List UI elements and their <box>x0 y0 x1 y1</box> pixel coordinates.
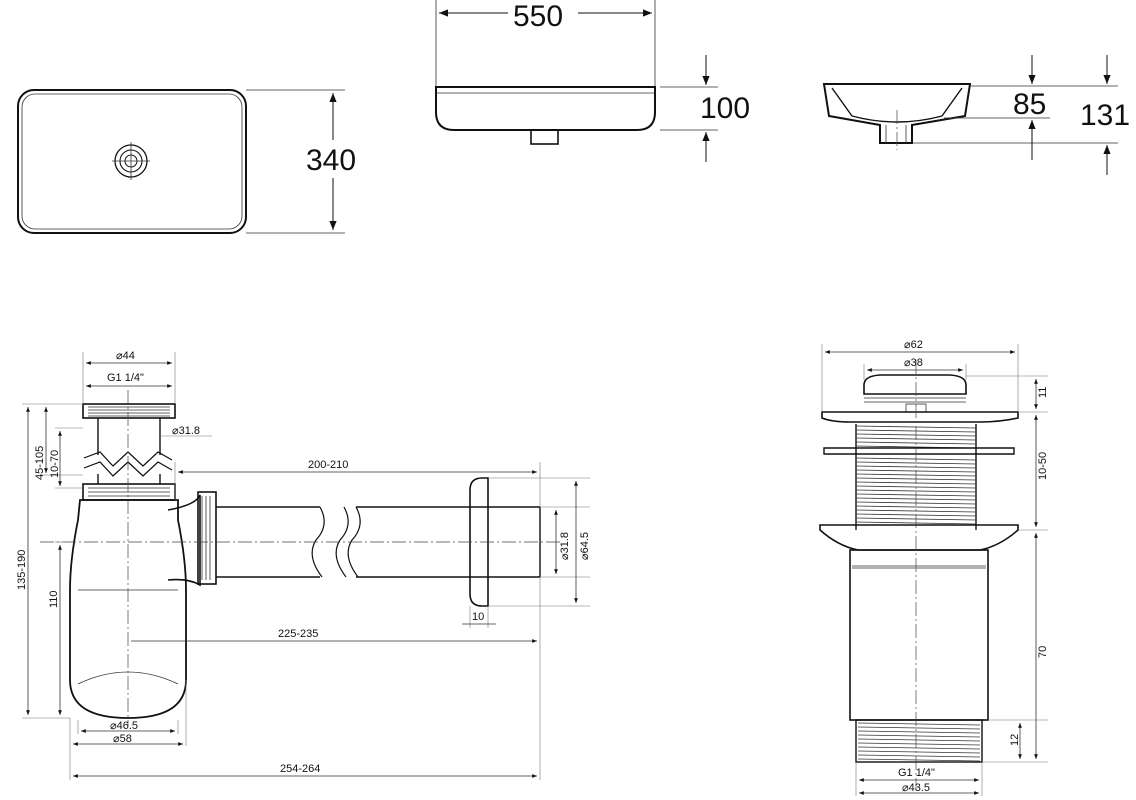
drain-flange <box>821 411 1019 423</box>
siphon-center-distance: 225-235 <box>278 628 318 640</box>
drain-lower-flange <box>819 524 1019 551</box>
basin-height-label: 100 <box>700 92 750 125</box>
basin-total-height-label: 131 <box>1080 99 1130 132</box>
basin-width-label: 550 <box>513 0 563 33</box>
siphon-top-thread: G1 1/4" <box>107 372 144 384</box>
drain-cap <box>863 374 967 395</box>
drain-body-tube <box>849 549 989 721</box>
siphon-cup-inner-diameter: ⌀46.5 <box>110 720 138 732</box>
siphon-side-nut <box>197 491 217 585</box>
basin-section-view: 85 131 <box>822 55 1130 175</box>
basin-front-outline <box>435 86 656 131</box>
siphon-bottle-body <box>69 499 187 719</box>
basin-top-view: 340 <box>17 89 366 234</box>
siphon-small-adjust: 10-70 <box>49 450 61 478</box>
drain-valve-drawing: ⌀62 ⌀38 11 10-50 70 12 G1 1/4" ⌀43.5 <box>819 339 1049 796</box>
drain-bottom-thread <box>855 719 983 763</box>
basin-bowl-outline <box>21 93 243 230</box>
siphon-total-adjust: 135-190 <box>16 550 28 590</box>
siphon-tube-diameter: ⌀31.8 <box>172 425 200 437</box>
basin-front-view: 550 100 <box>435 0 750 162</box>
drain-flange-diameter: ⌀62 <box>904 339 923 351</box>
drain-cap-diameter: ⌀38 <box>904 357 923 369</box>
drain-thread-adjust: 10-50 <box>1037 452 1049 480</box>
siphon-cup-height: 110 <box>48 590 60 608</box>
siphon-top-nut <box>82 403 176 419</box>
siphon-overall-length: 254-264 <box>280 763 320 775</box>
drain-cap-height: 11 <box>1037 387 1049 398</box>
basin-front-drain <box>530 129 559 145</box>
siphon-rosette-thickness: 10 <box>472 611 484 623</box>
basin-inner-depth-label: 85 <box>1013 88 1046 121</box>
drain-thread-upper <box>855 424 977 530</box>
siphon-outlet-length: 200-210 <box>308 459 348 471</box>
drain-bottom-thread-label: G1 1/4" <box>898 767 935 779</box>
siphon-top-diameter: ⌀44 <box>116 350 135 362</box>
siphon-cup-outer-diameter: ⌀58 <box>113 733 132 745</box>
drain-body-length: 70 <box>1037 646 1049 658</box>
drain-bottom-diameter: ⌀43.5 <box>902 782 930 794</box>
drain-thread-length: 12 <box>1009 734 1021 746</box>
drain-lock-nut <box>823 447 1015 455</box>
siphon-rosette-diameter: ⌀64.5 <box>579 532 591 560</box>
siphon-upper-adjust: 45-105 <box>34 446 46 480</box>
basin-depth-label: 340 <box>306 144 356 177</box>
bottle-trap-drawing: ⌀44 G1 1/4" ⌀31.8 135-190 45-105 10-70 1… <box>16 350 591 780</box>
basin-top-outline <box>17 89 247 234</box>
siphon-outlet-diameter: ⌀31.8 <box>559 532 571 560</box>
